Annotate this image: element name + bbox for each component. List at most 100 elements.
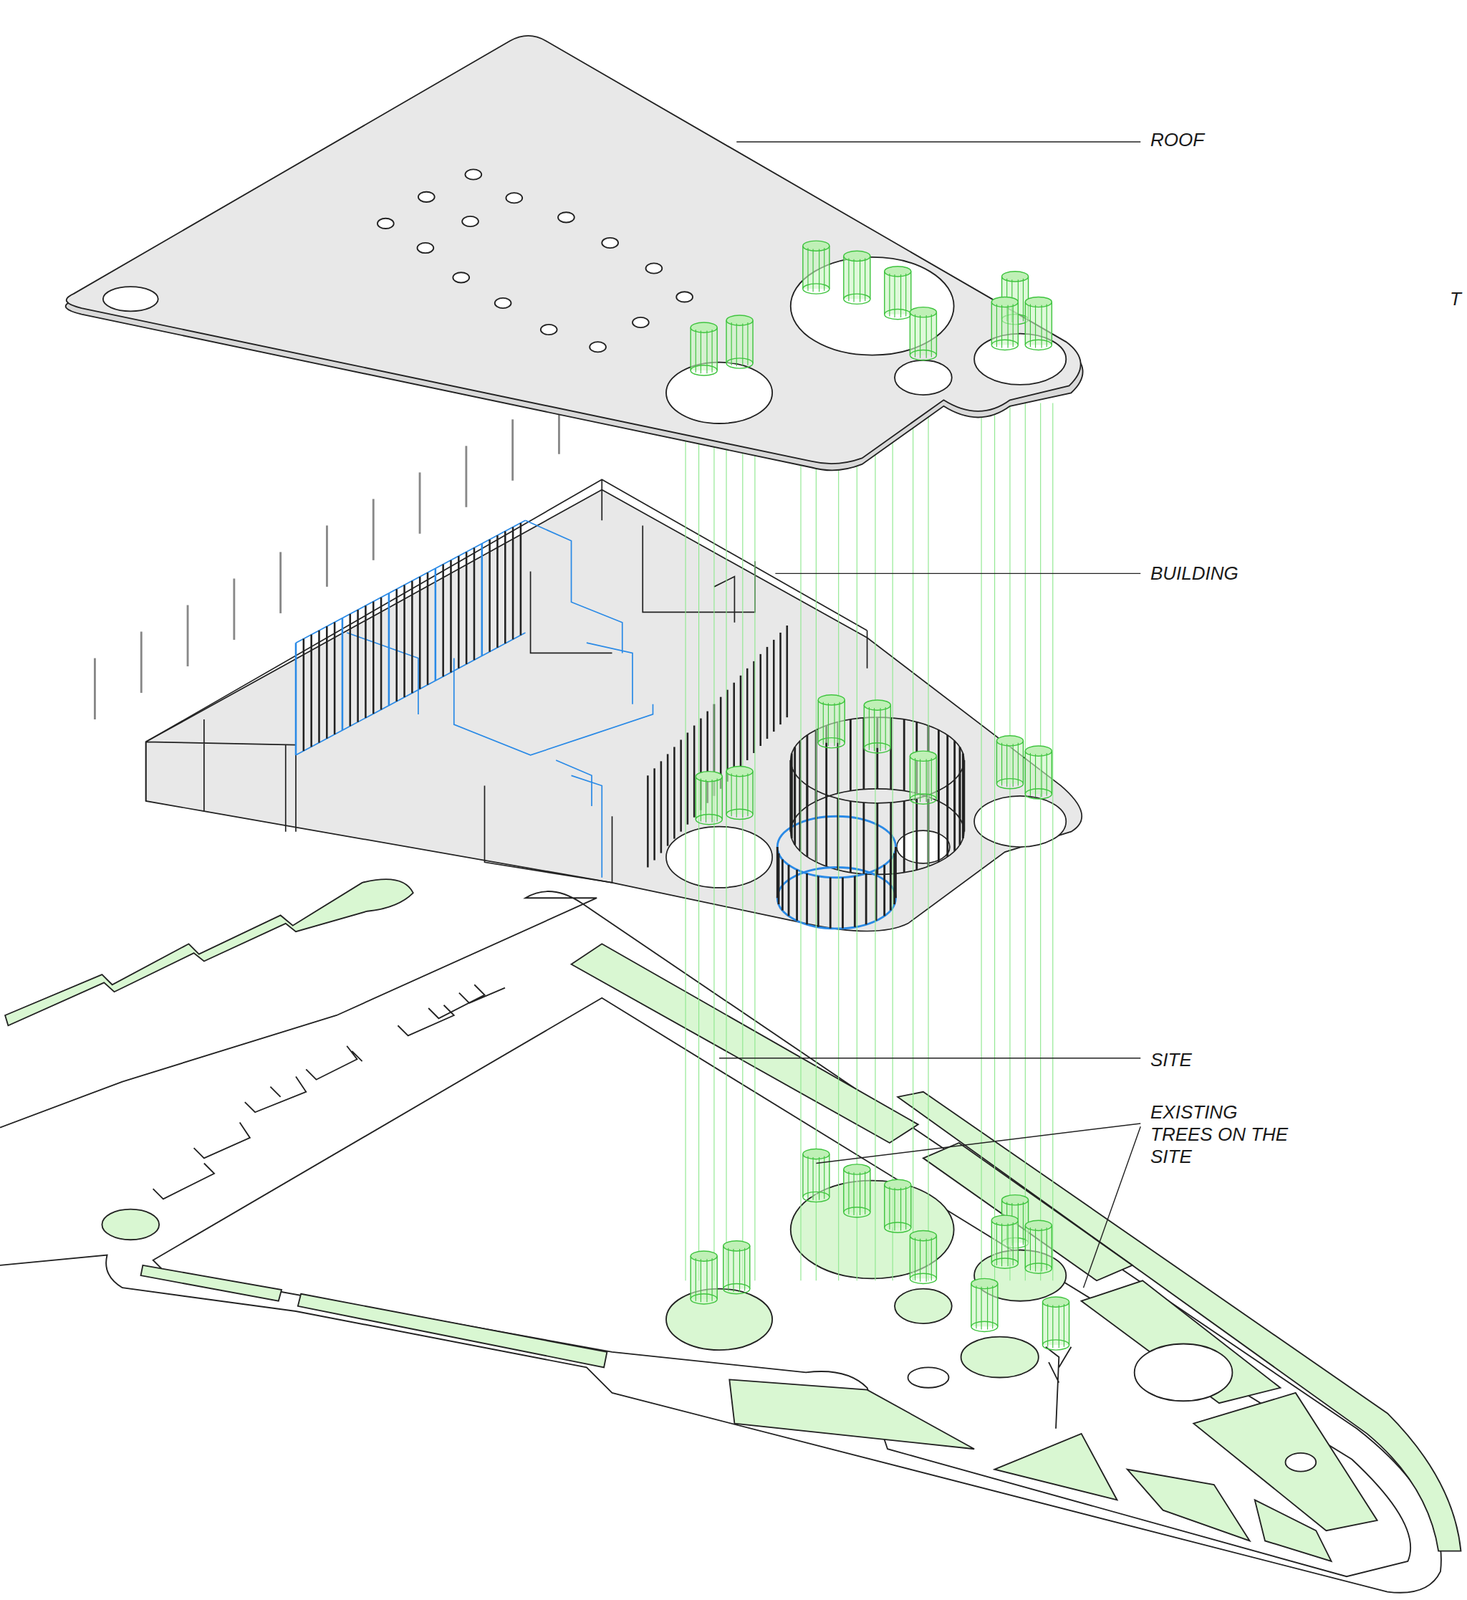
tree-projection-lines bbox=[685, 403, 1053, 1281]
building-frame bbox=[146, 479, 868, 883]
tree bbox=[884, 266, 912, 320]
projection-line bbox=[725, 403, 727, 1281]
leader-line bbox=[815, 1123, 1141, 1164]
column-post bbox=[93, 658, 96, 720]
column-opening bbox=[464, 169, 482, 180]
tree bbox=[863, 699, 891, 753]
small-pavilion bbox=[777, 866, 896, 928]
building-level bbox=[94, 392, 1082, 931]
facade-fin bbox=[673, 746, 676, 839]
column-post bbox=[140, 631, 143, 693]
part-label: BUILDING bbox=[1150, 562, 1366, 585]
green-strip bbox=[571, 943, 919, 1143]
projection-line bbox=[912, 403, 914, 1281]
projection-line bbox=[1052, 403, 1053, 1281]
green-circle bbox=[1134, 1343, 1233, 1402]
parking-stalls bbox=[153, 984, 505, 1199]
green-area bbox=[1081, 1280, 1281, 1403]
pavilion-fin bbox=[805, 873, 808, 925]
ring-fin bbox=[962, 753, 965, 826]
green-area bbox=[923, 1142, 1133, 1281]
facade-fin bbox=[395, 588, 398, 702]
facade-fin bbox=[666, 753, 670, 846]
pavilion-fin bbox=[894, 846, 897, 898]
projection-line bbox=[754, 403, 755, 1281]
part-label: T bbox=[1449, 287, 1465, 311]
ring-fin bbox=[862, 802, 865, 874]
facade-fin bbox=[520, 522, 523, 636]
projection-line bbox=[1009, 403, 1010, 1281]
facade-fin bbox=[325, 626, 329, 739]
fin-wall-outline bbox=[295, 520, 526, 755]
facade-fin bbox=[295, 642, 298, 755]
facade-fin bbox=[473, 547, 476, 661]
tree bbox=[1025, 745, 1052, 799]
tree bbox=[726, 766, 753, 820]
facade-fin bbox=[449, 560, 452, 673]
column-openings bbox=[377, 169, 693, 352]
facade-fin bbox=[504, 530, 507, 644]
column-opening bbox=[632, 317, 649, 328]
facade-fin bbox=[333, 621, 336, 735]
column-opening bbox=[601, 237, 619, 248]
facade-fin bbox=[457, 555, 460, 669]
ring-fin bbox=[903, 719, 906, 791]
projection-line bbox=[994, 403, 995, 1281]
facade-fin bbox=[732, 682, 735, 775]
column-post bbox=[232, 578, 235, 639]
tree bbox=[726, 315, 753, 369]
tree bbox=[996, 735, 1023, 789]
facade-fin bbox=[660, 760, 663, 853]
tree bbox=[991, 296, 1018, 350]
site-main-parcel bbox=[153, 997, 1412, 1576]
column-opening bbox=[494, 297, 512, 309]
tree bbox=[909, 750, 937, 804]
pavilion-fin bbox=[795, 869, 798, 921]
site-feature bbox=[908, 1366, 950, 1387]
floor-plate bbox=[146, 489, 1083, 932]
tree bbox=[843, 250, 871, 304]
green-area bbox=[994, 1433, 1118, 1500]
column-post bbox=[279, 551, 282, 613]
green-zigzag bbox=[5, 878, 414, 1026]
projection-line bbox=[892, 403, 894, 1281]
tree-pit bbox=[894, 1288, 952, 1324]
column-opening bbox=[418, 191, 435, 202]
projection-line bbox=[1040, 403, 1041, 1281]
facade-fin bbox=[349, 613, 352, 727]
skylight bbox=[103, 286, 159, 311]
ring-fin bbox=[825, 794, 828, 867]
tree bbox=[818, 694, 845, 748]
tree bbox=[1025, 1219, 1052, 1273]
column-post bbox=[464, 445, 468, 507]
facade-fin bbox=[403, 584, 406, 697]
roof-hole bbox=[666, 362, 773, 424]
facade-fin bbox=[465, 551, 468, 665]
ring-fin bbox=[953, 740, 956, 813]
tree bbox=[971, 1277, 998, 1331]
column-post bbox=[372, 498, 375, 560]
facade-fin bbox=[341, 618, 344, 731]
facade-fin bbox=[434, 568, 437, 681]
projection-line bbox=[1025, 403, 1026, 1281]
projection-line bbox=[874, 403, 876, 1281]
facade-fin bbox=[496, 535, 499, 648]
leader-lines bbox=[719, 141, 1141, 1288]
facade-fin bbox=[766, 646, 769, 739]
facade-fin bbox=[739, 675, 743, 768]
facade-fin bbox=[372, 601, 375, 715]
ring-fin bbox=[937, 729, 940, 802]
facade-fin bbox=[785, 625, 788, 718]
column-opening bbox=[589, 341, 606, 352]
tree bbox=[695, 771, 723, 825]
tree bbox=[1025, 296, 1052, 350]
ring-fin bbox=[915, 797, 918, 870]
pavilion-fin bbox=[883, 864, 886, 916]
ring-fin bbox=[790, 753, 793, 826]
pavilion-fin bbox=[781, 858, 784, 910]
green-area bbox=[1127, 1469, 1250, 1541]
leader-line bbox=[1083, 1126, 1142, 1288]
facade-fin bbox=[759, 653, 762, 746]
